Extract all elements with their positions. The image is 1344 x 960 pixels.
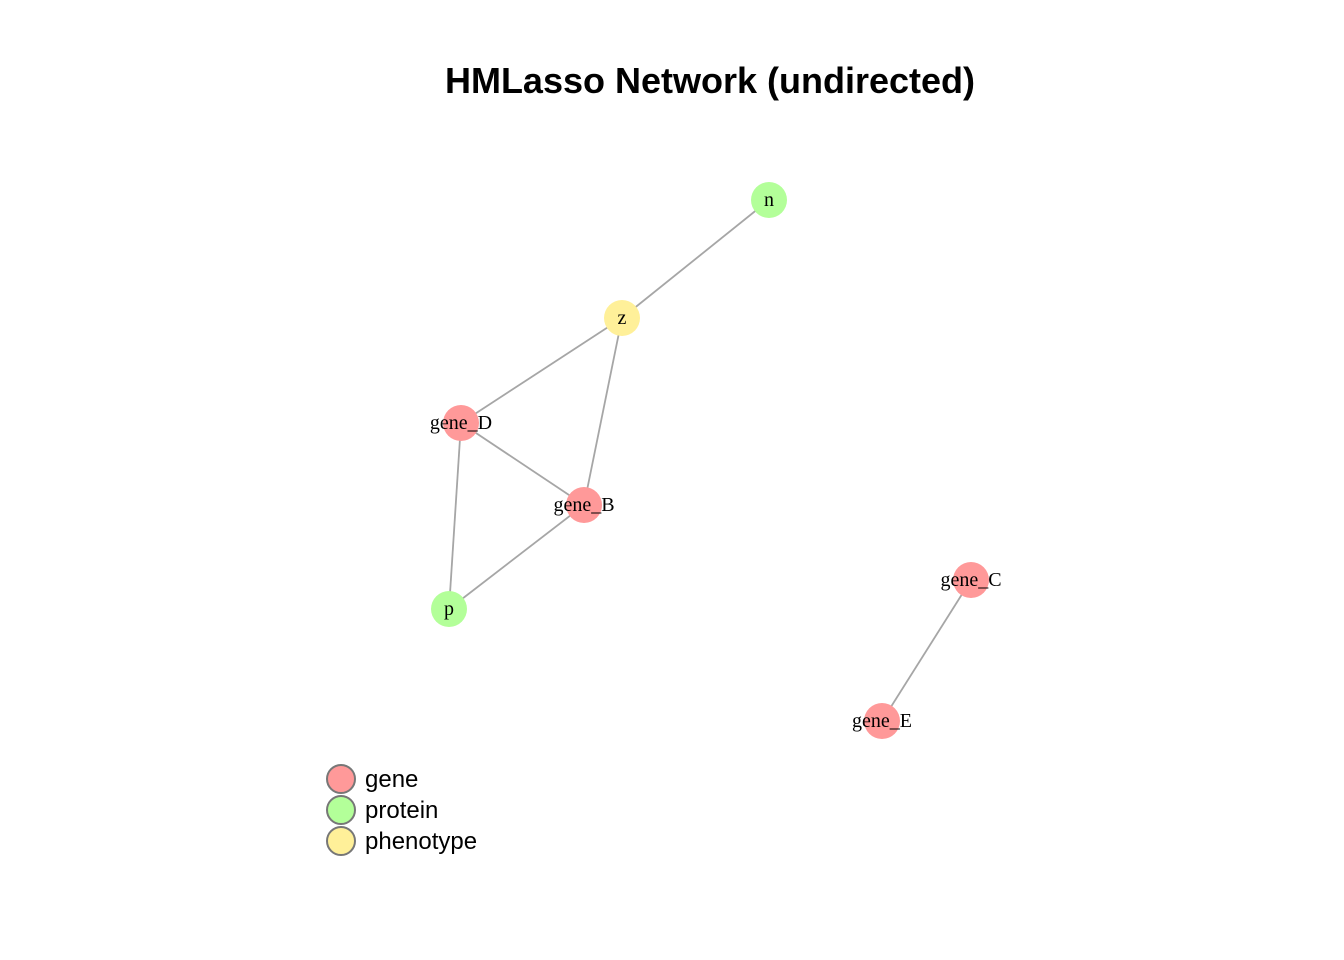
node-label-n: n: [764, 189, 774, 211]
node-circle-p: [431, 591, 467, 627]
node-label-gene_E: gene_E: [852, 710, 912, 732]
node-circle-gene_D: [443, 405, 479, 441]
node-label-p: p: [444, 598, 454, 620]
edge-gene_D-p: [448, 422, 462, 610]
nodes-layer: n z gene_D gene_Bp gene_C gene_E: [430, 182, 1002, 739]
edge-z-gene_B: [583, 317, 623, 506]
node-circle-z: [604, 300, 640, 336]
node-gene_D: gene_D: [430, 405, 492, 441]
node-p: p: [431, 591, 467, 627]
figure-title: HMLasso Network (undirected): [445, 60, 975, 101]
node-label-gene_C: gene_C: [940, 569, 1001, 591]
edge-gene_D-gene_B: [460, 422, 585, 506]
legend: gene protein phenotype: [326, 764, 477, 856]
edge-gene_B-p: [448, 504, 585, 610]
legend-swatch-gene: [326, 764, 356, 794]
node-label-gene_D: gene_D: [430, 412, 492, 434]
edge-gene_C-gene_E: [881, 579, 972, 722]
legend-item-gene: gene: [326, 764, 418, 794]
node-label-gene_B: gene_B: [553, 494, 614, 516]
legend-swatch-protein: [326, 795, 356, 825]
node-z: z: [604, 300, 640, 336]
node-circle-gene_B: [566, 487, 602, 523]
legend-swatch-phenotype: [326, 826, 356, 856]
node-gene_C: gene_C: [940, 562, 1002, 598]
legend-item-phenotype: phenotype: [326, 826, 477, 856]
node-n: n: [751, 182, 787, 218]
node-circle-n: [751, 182, 787, 218]
node-circle-gene_C: [953, 562, 989, 598]
node-gene_E: gene_E: [852, 703, 912, 739]
legend-label-gene: gene: [365, 766, 418, 793]
node-circle-gene_E: [864, 703, 900, 739]
node-gene_B: gene_B: [553, 487, 615, 523]
legend-label-protein: protein: [365, 797, 438, 824]
edges-layer: [448, 199, 972, 722]
legend-item-protein: protein: [326, 795, 438, 825]
edge-n-z: [621, 199, 770, 319]
edge-z-gene_D: [460, 317, 623, 424]
legend-label-phenotype: phenotype: [365, 828, 477, 855]
node-label-z: z: [618, 307, 627, 329]
